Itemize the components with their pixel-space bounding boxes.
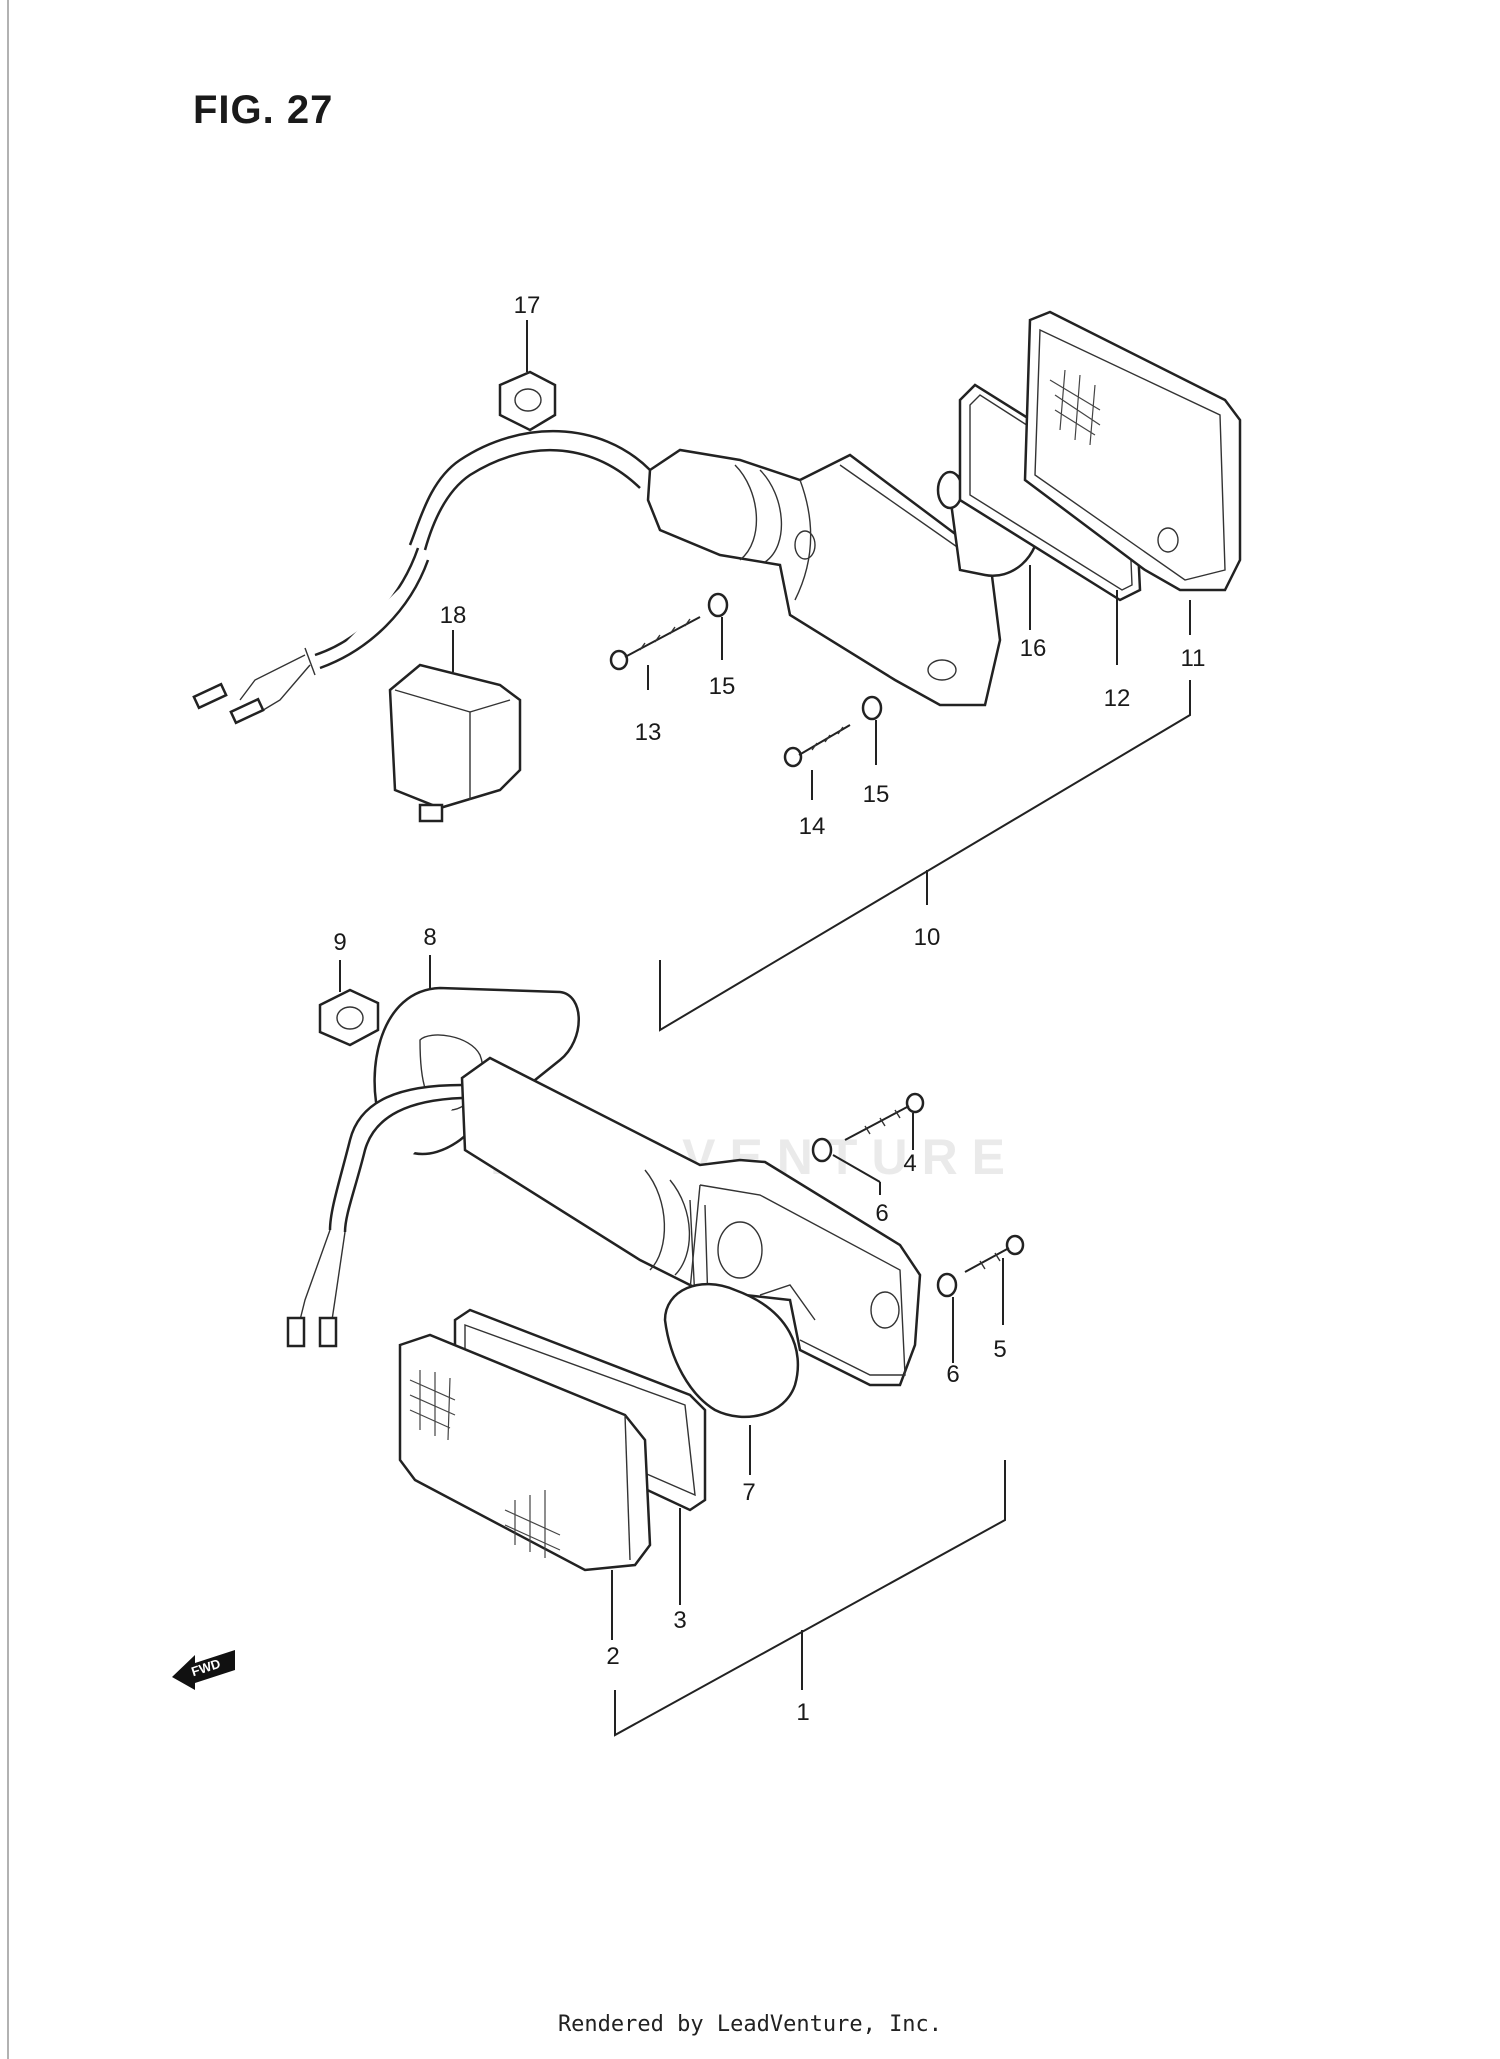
bulb-7-drawing [663,1282,816,1419]
callout-18: 18 [440,602,467,629]
callout-16: 16 [1020,635,1047,662]
callout-4: 4 [903,1150,916,1177]
nut-17-drawing [498,370,557,432]
rear-turn-signal-assembly [192,310,1242,1032]
callout-15-lower: 15 [863,781,890,808]
screw-14-drawing [783,724,851,768]
screw-13-drawing [609,616,701,671]
callout-6-lower: 6 [946,1361,959,1388]
callout-11: 11 [1181,645,1206,672]
callout-12: 12 [1104,685,1131,712]
relay-18-drawing [388,663,522,823]
leader-lines [339,320,1191,1690]
figure-title: FIG. 27 [193,88,334,132]
forward-arrow-icon [172,1650,235,1690]
callout-14: 14 [799,813,826,840]
callout-7: 7 [742,1479,755,1506]
lens-2-drawing [398,1333,652,1572]
callout-13: 13 [635,719,662,746]
callout-9: 9 [333,929,346,956]
callout-3: 3 [673,1607,686,1634]
callout-8: 8 [423,924,436,951]
callout-2: 2 [606,1643,619,1670]
callout-17: 17 [514,292,541,319]
screw-5-drawing [964,1234,1025,1273]
callout-10: 10 [914,924,941,951]
screw-4-drawing [844,1092,925,1141]
callout-5: 5 [993,1336,1006,1363]
callout-6-upper: 6 [875,1200,888,1227]
nut-9-drawing [318,988,380,1047]
callout-numbers: 17 18 13 15 16 12 11 14 15 10 9 8 4 6 5 … [189,292,1205,1726]
front-turn-signal-assembly [172,986,1025,1737]
callout-15-upper: 15 [709,673,736,700]
footer-credit: Rendered by LeadVenture, Inc. [557,2012,943,2037]
callout-1: 1 [796,1699,809,1726]
lens-11-drawing [1023,310,1242,592]
